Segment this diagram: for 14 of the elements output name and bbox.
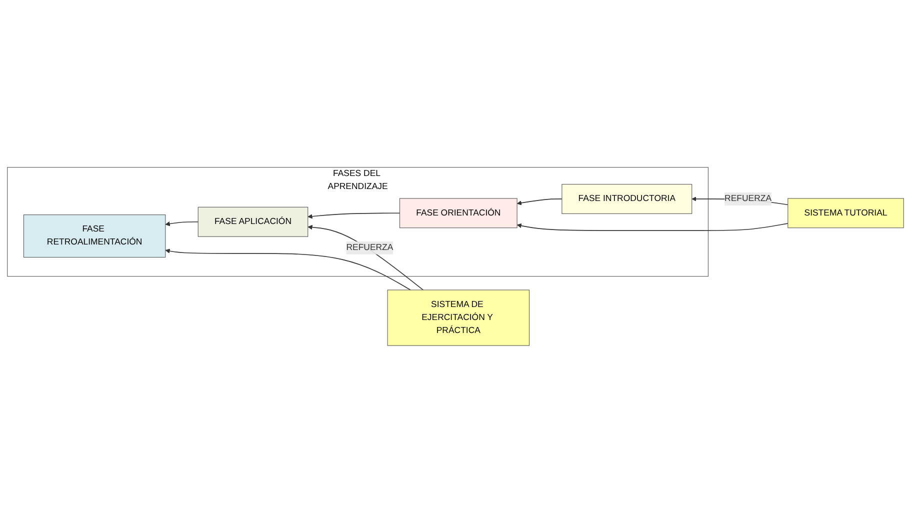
node-box: FASE RETROALIMENTACIÓN bbox=[23, 214, 166, 258]
node-box: FASE ORIENTACIÓN bbox=[399, 198, 518, 228]
arrow bbox=[165, 248, 411, 290]
node-box: SISTEMA DE EJERCITACIÓN Y PRÁCTICA bbox=[387, 289, 530, 346]
arrow bbox=[516, 198, 562, 205]
arrow bbox=[165, 220, 199, 226]
edge-label: REFUERZA bbox=[724, 194, 772, 203]
edge-label: REFUERZA bbox=[346, 242, 394, 252]
arrow bbox=[308, 212, 400, 218]
arrow bbox=[516, 222, 788, 231]
node-box: FASE APLICACIÓN bbox=[198, 206, 308, 236]
node-box: SISTEMA TUTORIAL bbox=[788, 198, 904, 228]
arrow bbox=[308, 224, 424, 290]
node-box: FASE INTRODUCTORIA bbox=[562, 184, 692, 214]
